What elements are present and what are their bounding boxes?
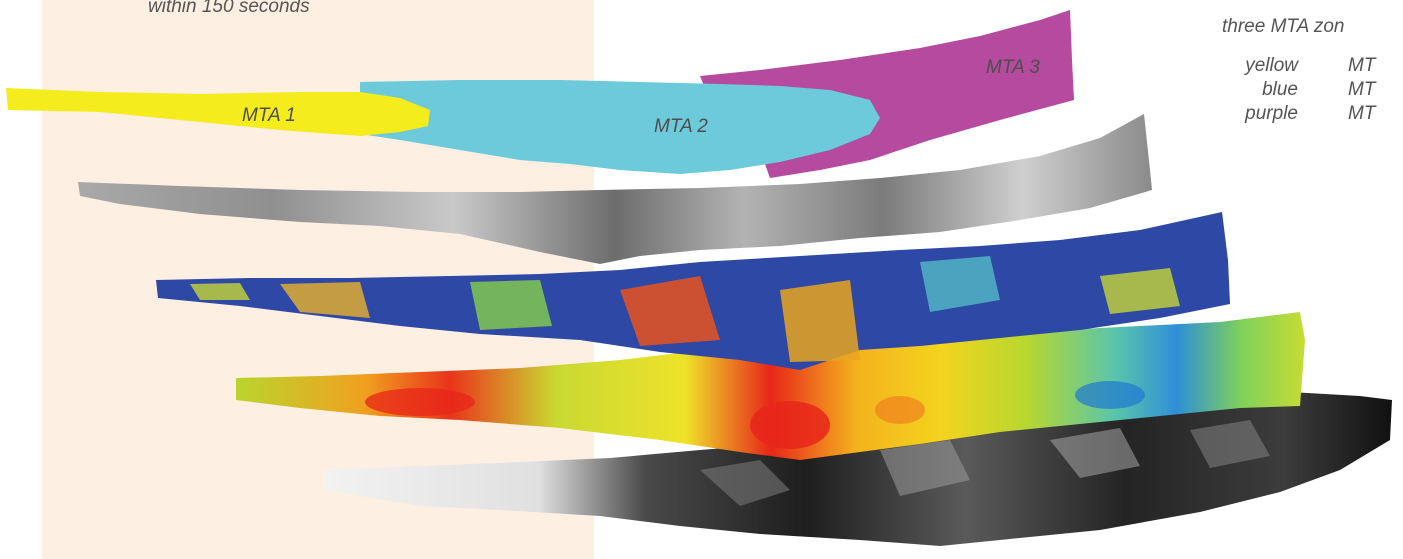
legend-row-blue: blue MT [1258, 80, 1403, 104]
layer-mta-zones [6, 10, 1074, 178]
detail-patch-1 [190, 283, 250, 300]
legend-row-yellow: yellow MT [1245, 55, 1403, 80]
smooth-coolspot-1 [1075, 381, 1145, 409]
smooth-hotspot-1 [365, 388, 475, 416]
mta2-zone [360, 80, 880, 174]
time-window-caption: within 150 seconds [148, 0, 310, 17]
mta2-label: MTA 2 [654, 116, 708, 137]
zones-caption: three MTA zon [1222, 16, 1345, 37]
mta1-speckle [357, 105, 413, 125]
layer-imagery [325, 392, 1392, 546]
layer-smooth-map [236, 312, 1305, 460]
legend-color-name: purple [1245, 103, 1298, 124]
mta3-label: MTA 3 [986, 57, 1040, 78]
legend-zone-name: MT [1348, 103, 1376, 124]
imagery-field-3 [1050, 428, 1140, 478]
legend-zone-name: MT [1348, 55, 1376, 76]
layer-detail-map [156, 212, 1230, 370]
imagery-strip [325, 392, 1392, 546]
legend-zone-name: MT [1348, 79, 1376, 100]
layer-hillshade [78, 114, 1152, 264]
imagery-field-2 [880, 440, 970, 496]
hillshade-strip [78, 114, 1152, 264]
detail-patch-6 [920, 256, 1000, 312]
smooth-map-strip [236, 312, 1305, 460]
detail-patch-5 [780, 280, 860, 362]
mta1-zone [6, 88, 430, 136]
smooth-hotspot-2 [750, 401, 830, 449]
detail-patch-4 [620, 276, 720, 346]
imagery-field-4 [1190, 420, 1270, 468]
legend-row-purple: purple MT [1245, 103, 1403, 128]
detail-patch-7 [1100, 268, 1180, 314]
mta1-label: MTA 1 [242, 105, 296, 126]
legend-color-name: blue [1262, 79, 1298, 100]
legend-color-name: yellow [1245, 55, 1298, 76]
zone-legend: yellow MT blue MT purple MT [1245, 55, 1403, 128]
smooth-hotspot-3 [875, 396, 925, 424]
imagery-field-1 [700, 460, 790, 506]
detail-patch-2 [280, 282, 370, 318]
detail-patch-3 [470, 280, 552, 330]
